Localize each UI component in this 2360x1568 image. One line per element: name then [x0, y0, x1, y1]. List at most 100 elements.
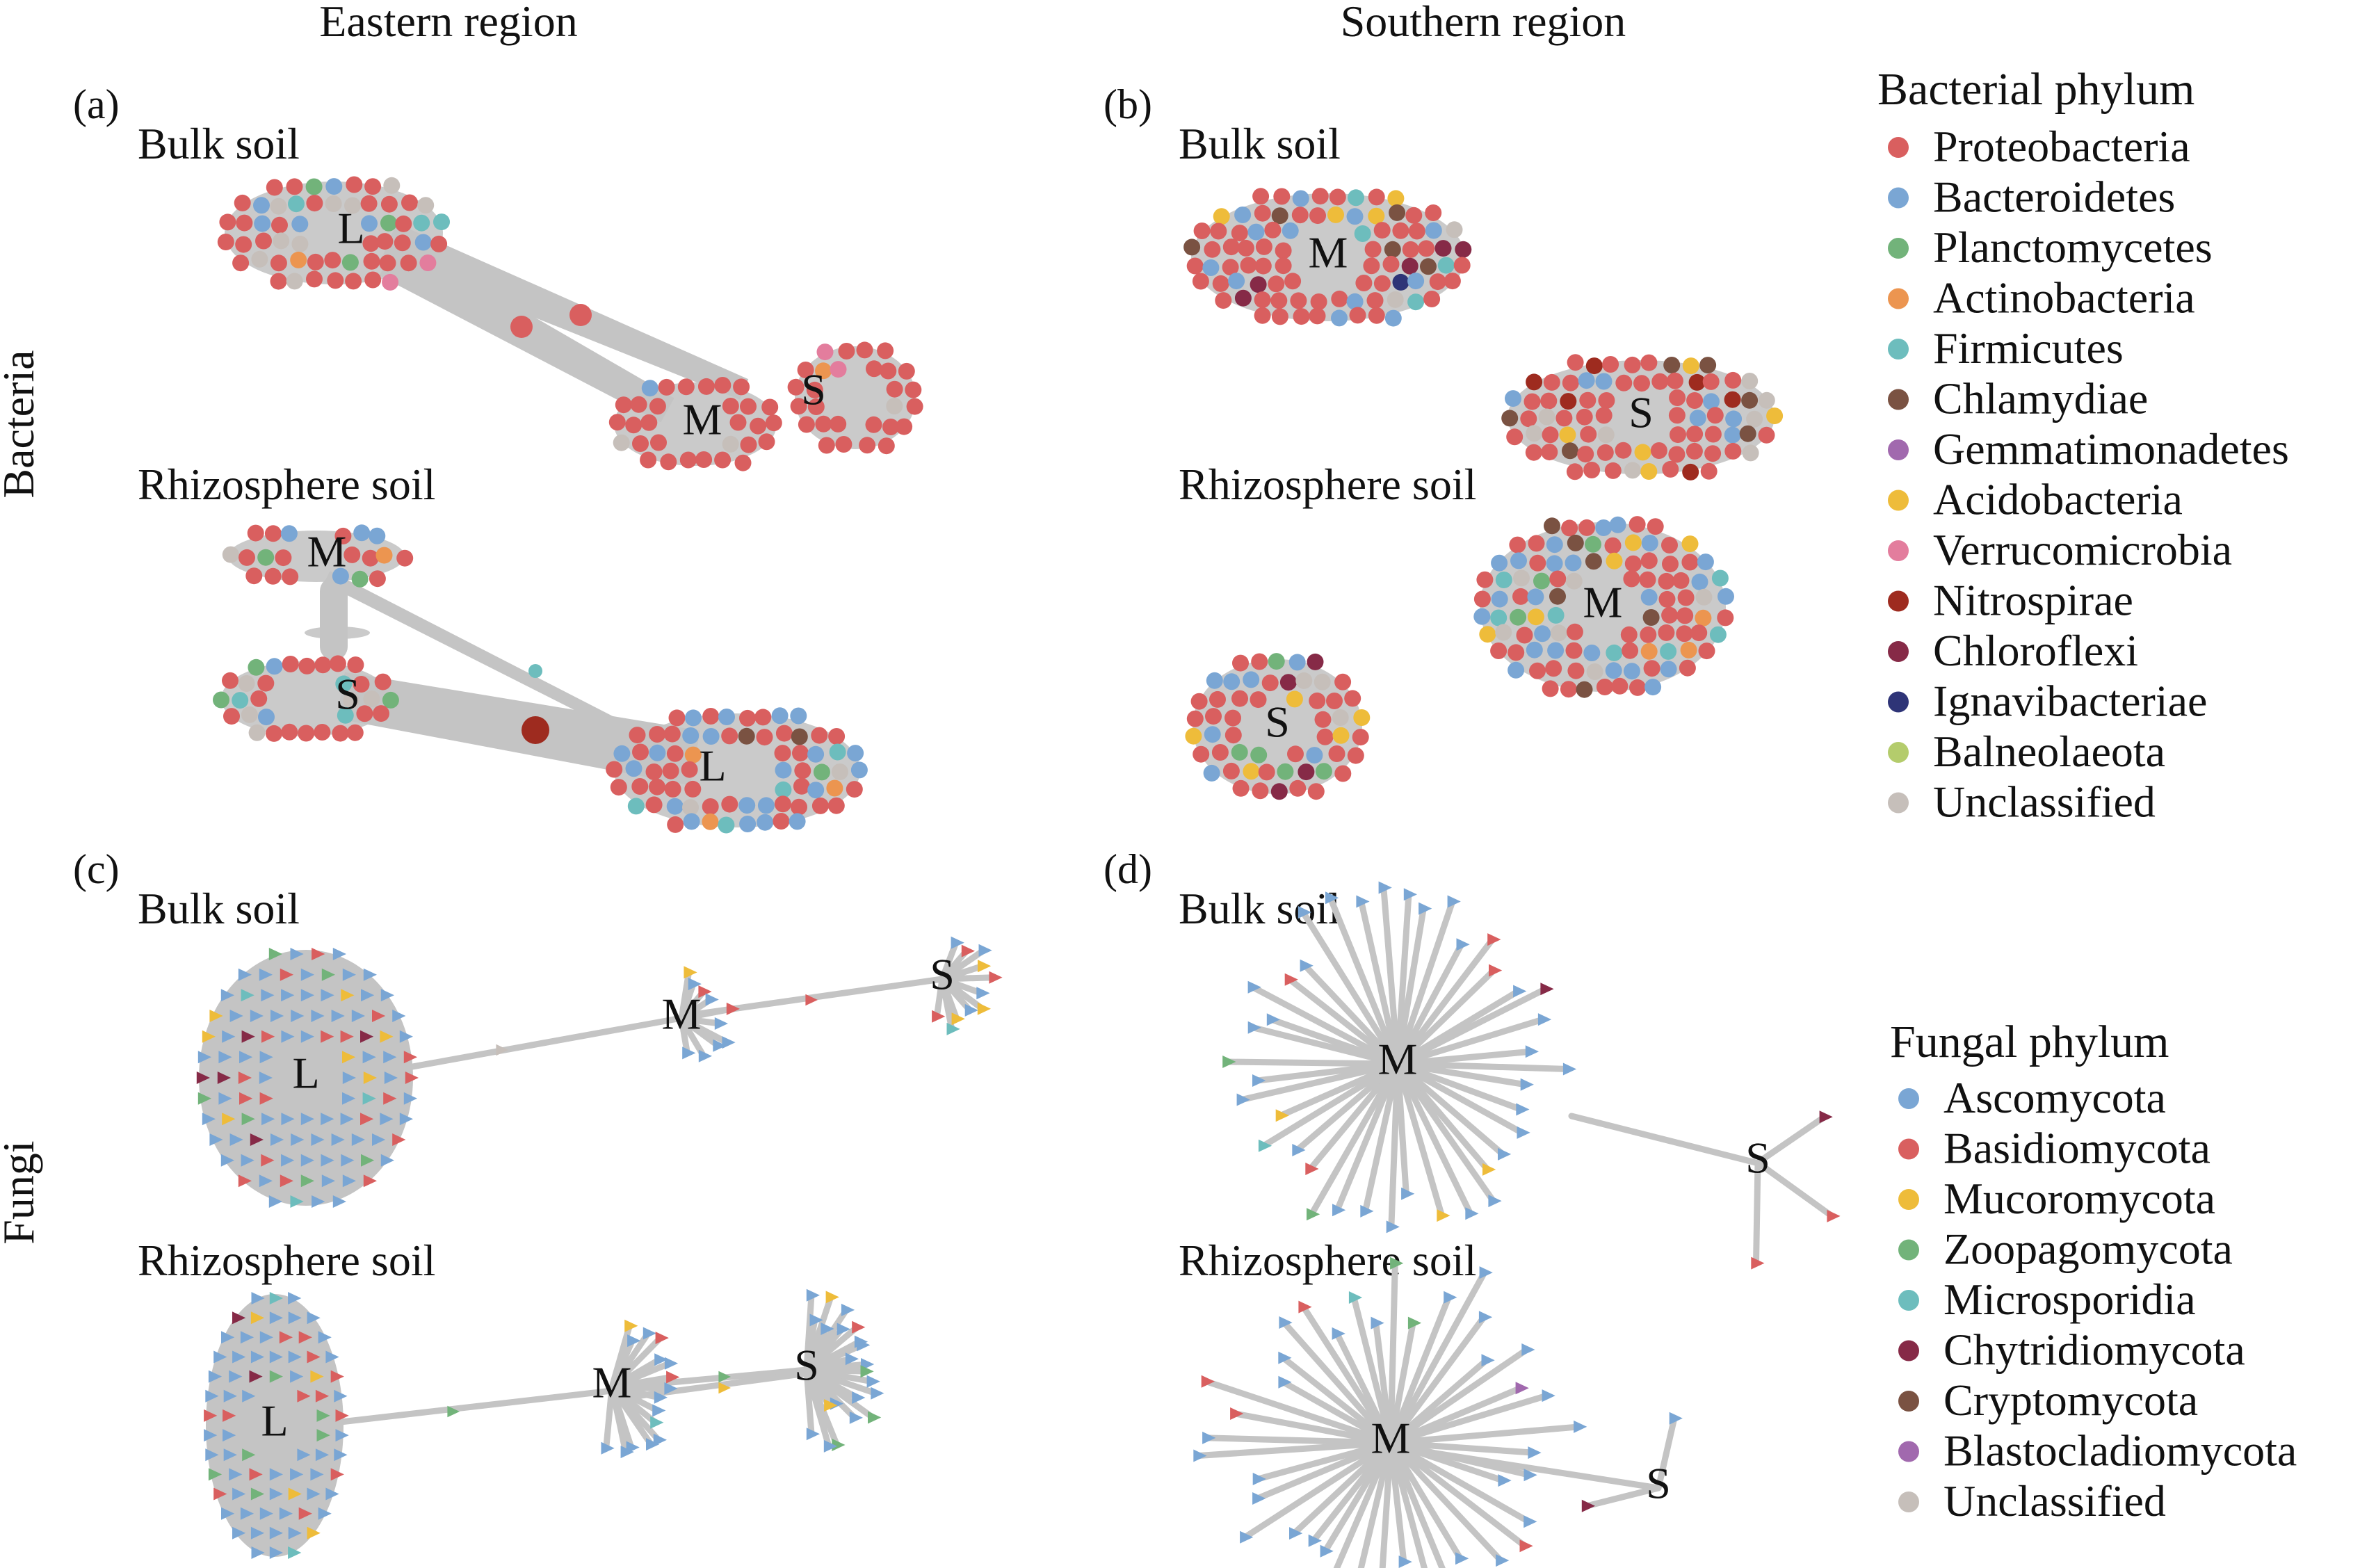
otu-node: [1624, 555, 1642, 572]
otu-node: [1604, 462, 1622, 479]
otu-node: [220, 1154, 234, 1167]
otu-node: [631, 778, 649, 795]
network-edge: [1334, 1330, 1394, 1446]
otu-node: [1624, 534, 1642, 551]
otu-node: [791, 728, 808, 745]
otu-node: [1331, 309, 1348, 327]
otu-node: [1585, 357, 1603, 375]
otu-node: [1525, 444, 1542, 461]
otu-node: [1628, 516, 1646, 533]
otu-node: [321, 968, 335, 981]
otu-node: [1205, 708, 1222, 725]
label-c-rhizosphere-soil: Rhizosphere soil: [138, 1236, 435, 1285]
otu-node: [240, 1331, 254, 1344]
otu-node: [1686, 392, 1704, 409]
otu-node: [374, 673, 391, 690]
legend-label-zoopagomycota: Zoopagomycota: [1943, 1225, 2233, 1274]
otu-node: [1215, 292, 1232, 309]
otu-node: [1186, 710, 1204, 727]
otu-node: [197, 1051, 211, 1064]
otu-node: [1634, 444, 1651, 461]
otu-node: [219, 213, 236, 231]
otu-node: [259, 1072, 273, 1084]
network-edge: [1754, 1159, 1836, 1220]
otu-node: [361, 989, 375, 1002]
legend-label-microsporidia: Microsporidia: [1943, 1275, 2196, 1324]
otu-node: [360, 1030, 374, 1043]
otu-node: [1509, 536, 1526, 553]
otu-node: [1566, 623, 1583, 640]
otu-node: [221, 1507, 235, 1520]
otu-node: [1751, 1256, 1765, 1270]
otu-node: [806, 1428, 820, 1441]
otu-node: [793, 777, 810, 795]
otu-node: [241, 989, 254, 1002]
network-edge: [1394, 967, 1497, 1067]
otu-node: [662, 762, 679, 779]
otu-node: [251, 1546, 265, 1559]
legend-swatch-ignavibacteriae: [1888, 691, 1909, 713]
otu-node: [341, 1154, 355, 1167]
otu-node: [1316, 728, 1334, 745]
otu-node: [734, 454, 752, 471]
otu-node: [268, 1195, 282, 1208]
otu-node: [1682, 463, 1699, 480]
otu-node: [1491, 590, 1508, 608]
otu-node: [1258, 763, 1275, 781]
otu-node: [1643, 660, 1660, 677]
legend-label-unclassified: Unclassified: [1933, 777, 2156, 827]
otu-node: [1298, 906, 1311, 919]
otu-node: [1690, 624, 1708, 642]
otu-node: [718, 816, 735, 834]
otu-node: [771, 707, 789, 725]
otu-node: [297, 1448, 311, 1462]
otu-node: [1320, 1544, 1334, 1558]
network-edge: [1754, 1113, 1828, 1166]
otu-node: [258, 709, 275, 726]
module-a-bulk-M-hub-M: M: [683, 395, 722, 444]
otu-node: [1579, 391, 1597, 409]
otu-node: [1368, 307, 1385, 324]
otu-node: [329, 655, 346, 672]
otu-node: [342, 1072, 356, 1084]
otu-node: [664, 780, 681, 798]
otu-node: [815, 362, 832, 380]
otu-node: [1676, 607, 1694, 624]
otu-node: [232, 1350, 246, 1364]
otu-node: [269, 1468, 283, 1481]
otu-node: [394, 234, 411, 252]
otu-node: [1356, 895, 1370, 908]
otu-node: [1623, 570, 1640, 588]
legend-label-balneolaeota: Balneolaeota: [1933, 727, 2165, 776]
otu-node: [270, 197, 287, 215]
network-edge: [1387, 1439, 1407, 1565]
otu-node: [1278, 1375, 1292, 1389]
panel-letter-b: (b): [1104, 81, 1152, 127]
module-d-rhizo-S-hub-S: S: [1646, 1459, 1671, 1508]
otu-node: [1209, 690, 1226, 708]
otu-node: [791, 798, 807, 816]
otu-node: [1455, 241, 1472, 258]
otu-node: [978, 944, 992, 957]
otu-node: [1540, 392, 1558, 410]
otu-node: [660, 453, 677, 471]
otu-node: [1185, 727, 1202, 745]
otu-node: [337, 706, 354, 724]
otu-node: [1528, 535, 1545, 552]
otu-node: [649, 726, 666, 743]
otu-node: [399, 1113, 413, 1126]
otu-node: [1293, 308, 1310, 325]
edge-c-bulk-L-M: [386, 1015, 681, 1074]
otu-node: [679, 451, 697, 469]
otu-node: [383, 177, 401, 194]
otu-node: [1204, 241, 1221, 258]
otu-node: [282, 568, 299, 585]
otu-node: [1271, 207, 1288, 225]
otu-node: [232, 692, 249, 709]
otu-node: [347, 656, 364, 674]
otu-node: [951, 1012, 965, 1026]
network-edge: [1279, 1355, 1394, 1446]
otu-node: [1212, 275, 1229, 292]
otu-node: [300, 1113, 314, 1126]
otu-node: [1384, 241, 1401, 258]
